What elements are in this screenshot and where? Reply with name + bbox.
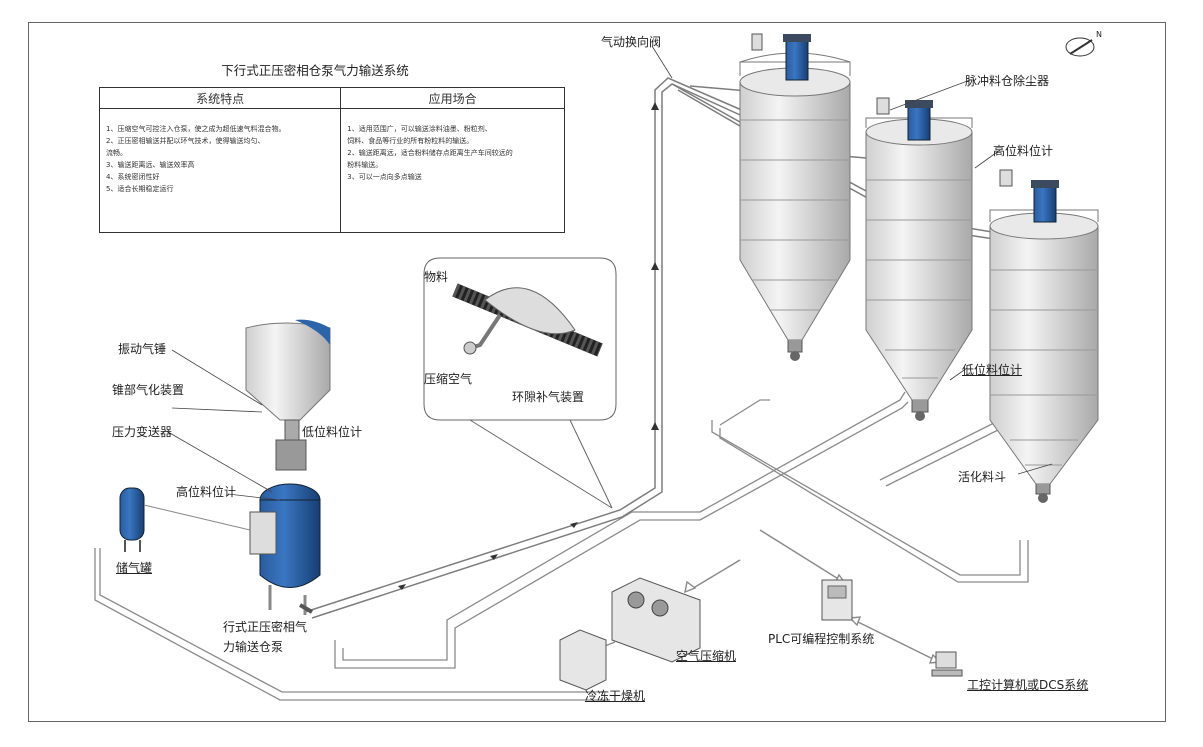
air-compressor bbox=[611, 577, 701, 663]
label-compressed-air: 压缩空气 bbox=[424, 372, 473, 386]
detail-callout bbox=[423, 257, 617, 509]
label-material: 物料 bbox=[424, 270, 449, 284]
silo-3 bbox=[989, 180, 1099, 503]
level-indicators bbox=[751, 33, 1013, 187]
label-dryer: 冷冻干燥机 bbox=[585, 689, 646, 703]
label-low-level-right: 低位料位计 bbox=[962, 363, 1023, 377]
arrow-up-icon bbox=[490, 554, 498, 560]
list-item: 3、输送距离远、输送效率高 bbox=[106, 161, 195, 169]
arrow-up-icon bbox=[398, 584, 406, 590]
list-item: 流畅。 bbox=[106, 149, 127, 157]
label-ipc: 工控计算机或DCS系统 bbox=[967, 678, 1089, 692]
list-item: 3、可以一点向多点输送 bbox=[347, 173, 422, 181]
diagram-title: 下行式正压密相仓泵气力输送系统 bbox=[221, 63, 409, 78]
arrow-up-icon bbox=[651, 102, 659, 110]
floor-conveying-lines bbox=[94, 391, 1051, 701]
label-low-level-left: 低位料位计 bbox=[302, 425, 363, 439]
applications-list: 1、适用范围广，可以输送涂料油墨、粉粒剂、 饲料、食品等行业的所有粉粒料的输送。… bbox=[341, 109, 564, 183]
label-pump-line2: 力输送仓泵 bbox=[223, 640, 284, 654]
label-ring-gap-device: 环隙补气装置 bbox=[512, 390, 585, 404]
features-table: 系统特点 应用场合 1、压缩空气可控注入仓泵，使之成为超低速气料混合物。 2、正… bbox=[98, 87, 565, 233]
list-item: 粉料输送。 bbox=[347, 161, 383, 169]
label-air-compressor: 空气压缩机 bbox=[676, 649, 737, 663]
arrow-icon bbox=[689, 559, 741, 591]
label-vibration-hammer: 振动气锤 bbox=[118, 342, 167, 356]
label-plc: PLC可编程控制系统 bbox=[768, 632, 875, 646]
arrow-up-icon bbox=[651, 422, 659, 430]
silo-2 bbox=[865, 100, 973, 421]
label-cone-aeration: 锥部气化装置 bbox=[112, 383, 185, 397]
list-item: 1、压缩空气可控注入仓泵，使之成为超低速气料混合物。 bbox=[106, 125, 286, 133]
label-high-level-left: 高位料位计 bbox=[176, 485, 237, 499]
ipc-computer bbox=[931, 651, 963, 677]
features-list: 1、压缩空气可控注入仓泵，使之成为超低速气料混合物。 2、正压密相输送并配以环气… bbox=[100, 109, 340, 195]
flow-arrows bbox=[398, 102, 659, 590]
label-high-level-right: 高位料位计 bbox=[993, 144, 1054, 158]
leader-lines bbox=[167, 45, 1053, 501]
label-pneumatic-valve: 气动换向阀 bbox=[601, 35, 662, 49]
label-pulse-dust-collector: 脉冲料仓除尘器 bbox=[965, 74, 1050, 88]
list-item: 2、正压密相输送并配以环气技术，使得输送均匀、 bbox=[106, 137, 265, 145]
diagram-frame bbox=[28, 22, 1166, 722]
list-item: 4、系统密闭性好 bbox=[106, 173, 160, 181]
arrow-up-icon bbox=[651, 262, 659, 270]
list-item: 1、适用范围广，可以输送涂料油墨、粉粒剂、 bbox=[347, 125, 492, 133]
list-item: 2、输送距离远，适合粉料储存点距离生产车间较远的 bbox=[347, 149, 513, 157]
pump-system bbox=[119, 319, 331, 615]
list-item: 5、适合长期稳定运行 bbox=[106, 185, 174, 193]
list-item: 饲料、食品等行业的所有粉粒料的输送。 bbox=[347, 137, 474, 145]
label-air-tank: 储气罐 bbox=[116, 561, 153, 575]
refrigerated-dryer bbox=[559, 629, 607, 691]
signal-arrows bbox=[594, 529, 942, 664]
compass-north: N bbox=[1096, 30, 1102, 39]
label-pressure-transmitter: 压力变送器 bbox=[112, 425, 173, 439]
silo-1 bbox=[739, 34, 851, 361]
arrow-up-icon bbox=[570, 522, 578, 528]
compass-icon bbox=[1065, 37, 1095, 57]
label-pump-line1: 行式正压密相气 bbox=[223, 620, 308, 634]
plc-cabinet bbox=[821, 579, 853, 621]
label-activation-hopper: 活化料斗 bbox=[958, 470, 1007, 484]
